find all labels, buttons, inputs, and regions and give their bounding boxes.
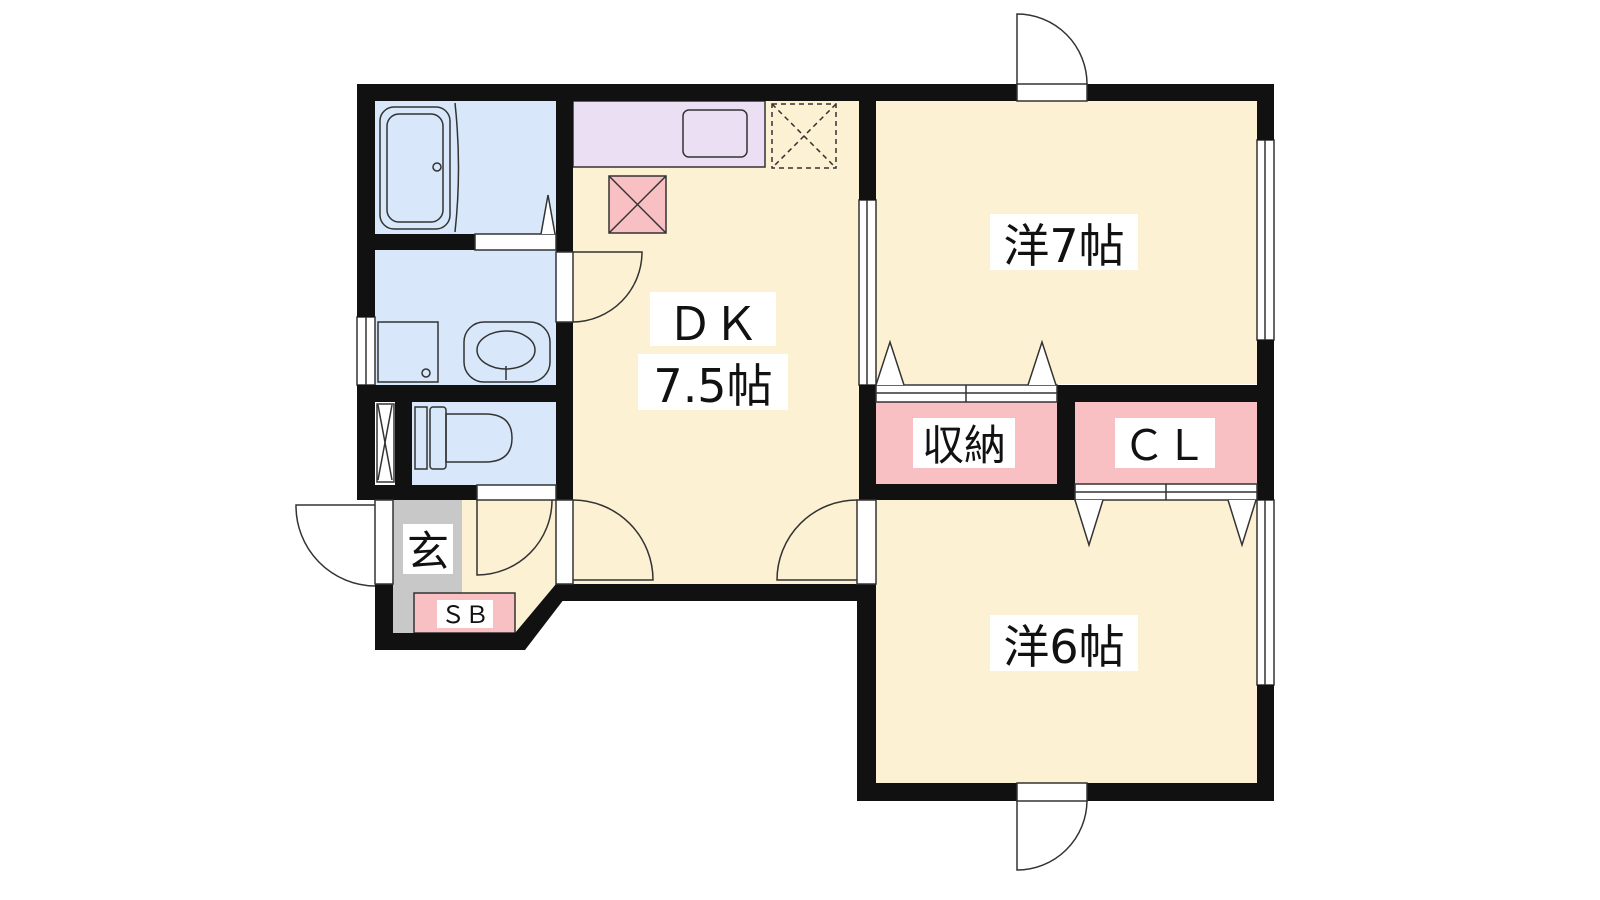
small-closet-x <box>376 403 395 483</box>
dk-label-line1: ＤＫ <box>667 297 759 351</box>
labels: ＤＫ 7.5帖 洋7帖 洋6帖 収納 ＣＬ 玄 ＳＢ <box>403 214 1215 674</box>
windows <box>356 139 1275 686</box>
fixtures <box>376 100 837 634</box>
kitchen-sink <box>682 109 748 158</box>
door-dk-hall <box>572 499 654 581</box>
shoe-box-label: ＳＢ <box>441 601 489 629</box>
western-7-label: 洋7帖 <box>1003 219 1124 273</box>
wash-basin <box>463 321 551 383</box>
toilet-wall-box <box>414 406 428 470</box>
washroom-floor <box>375 250 556 385</box>
refrigerator-spot <box>608 175 667 234</box>
bathtub <box>379 106 451 230</box>
toilet-floor <box>412 402 556 485</box>
western-6-label: 洋6帖 <box>1003 620 1124 674</box>
door-toilet <box>476 499 553 576</box>
toilet-bowl <box>445 413 513 463</box>
door-washroom <box>572 251 643 323</box>
dk-label-line2: 7.5帖 <box>653 359 772 413</box>
bathtub-inner <box>386 113 444 223</box>
doors <box>295 13 1258 871</box>
entrance-label: 玄 <box>407 527 449 576</box>
door-south <box>1016 800 1088 871</box>
door-entrance <box>295 504 376 587</box>
closet-label: ＣＬ <box>1123 421 1207 470</box>
door-north <box>1016 13 1088 85</box>
bath-curtain <box>454 102 460 233</box>
storage-label: 収納 <box>922 421 1006 470</box>
bathroom-floor <box>375 101 556 234</box>
stove-area <box>771 103 837 169</box>
washing-machine-spot <box>377 321 439 383</box>
door-dk-western6 <box>776 499 858 581</box>
bathtub-drain <box>432 162 442 172</box>
washing-machine-drain <box>421 368 431 378</box>
